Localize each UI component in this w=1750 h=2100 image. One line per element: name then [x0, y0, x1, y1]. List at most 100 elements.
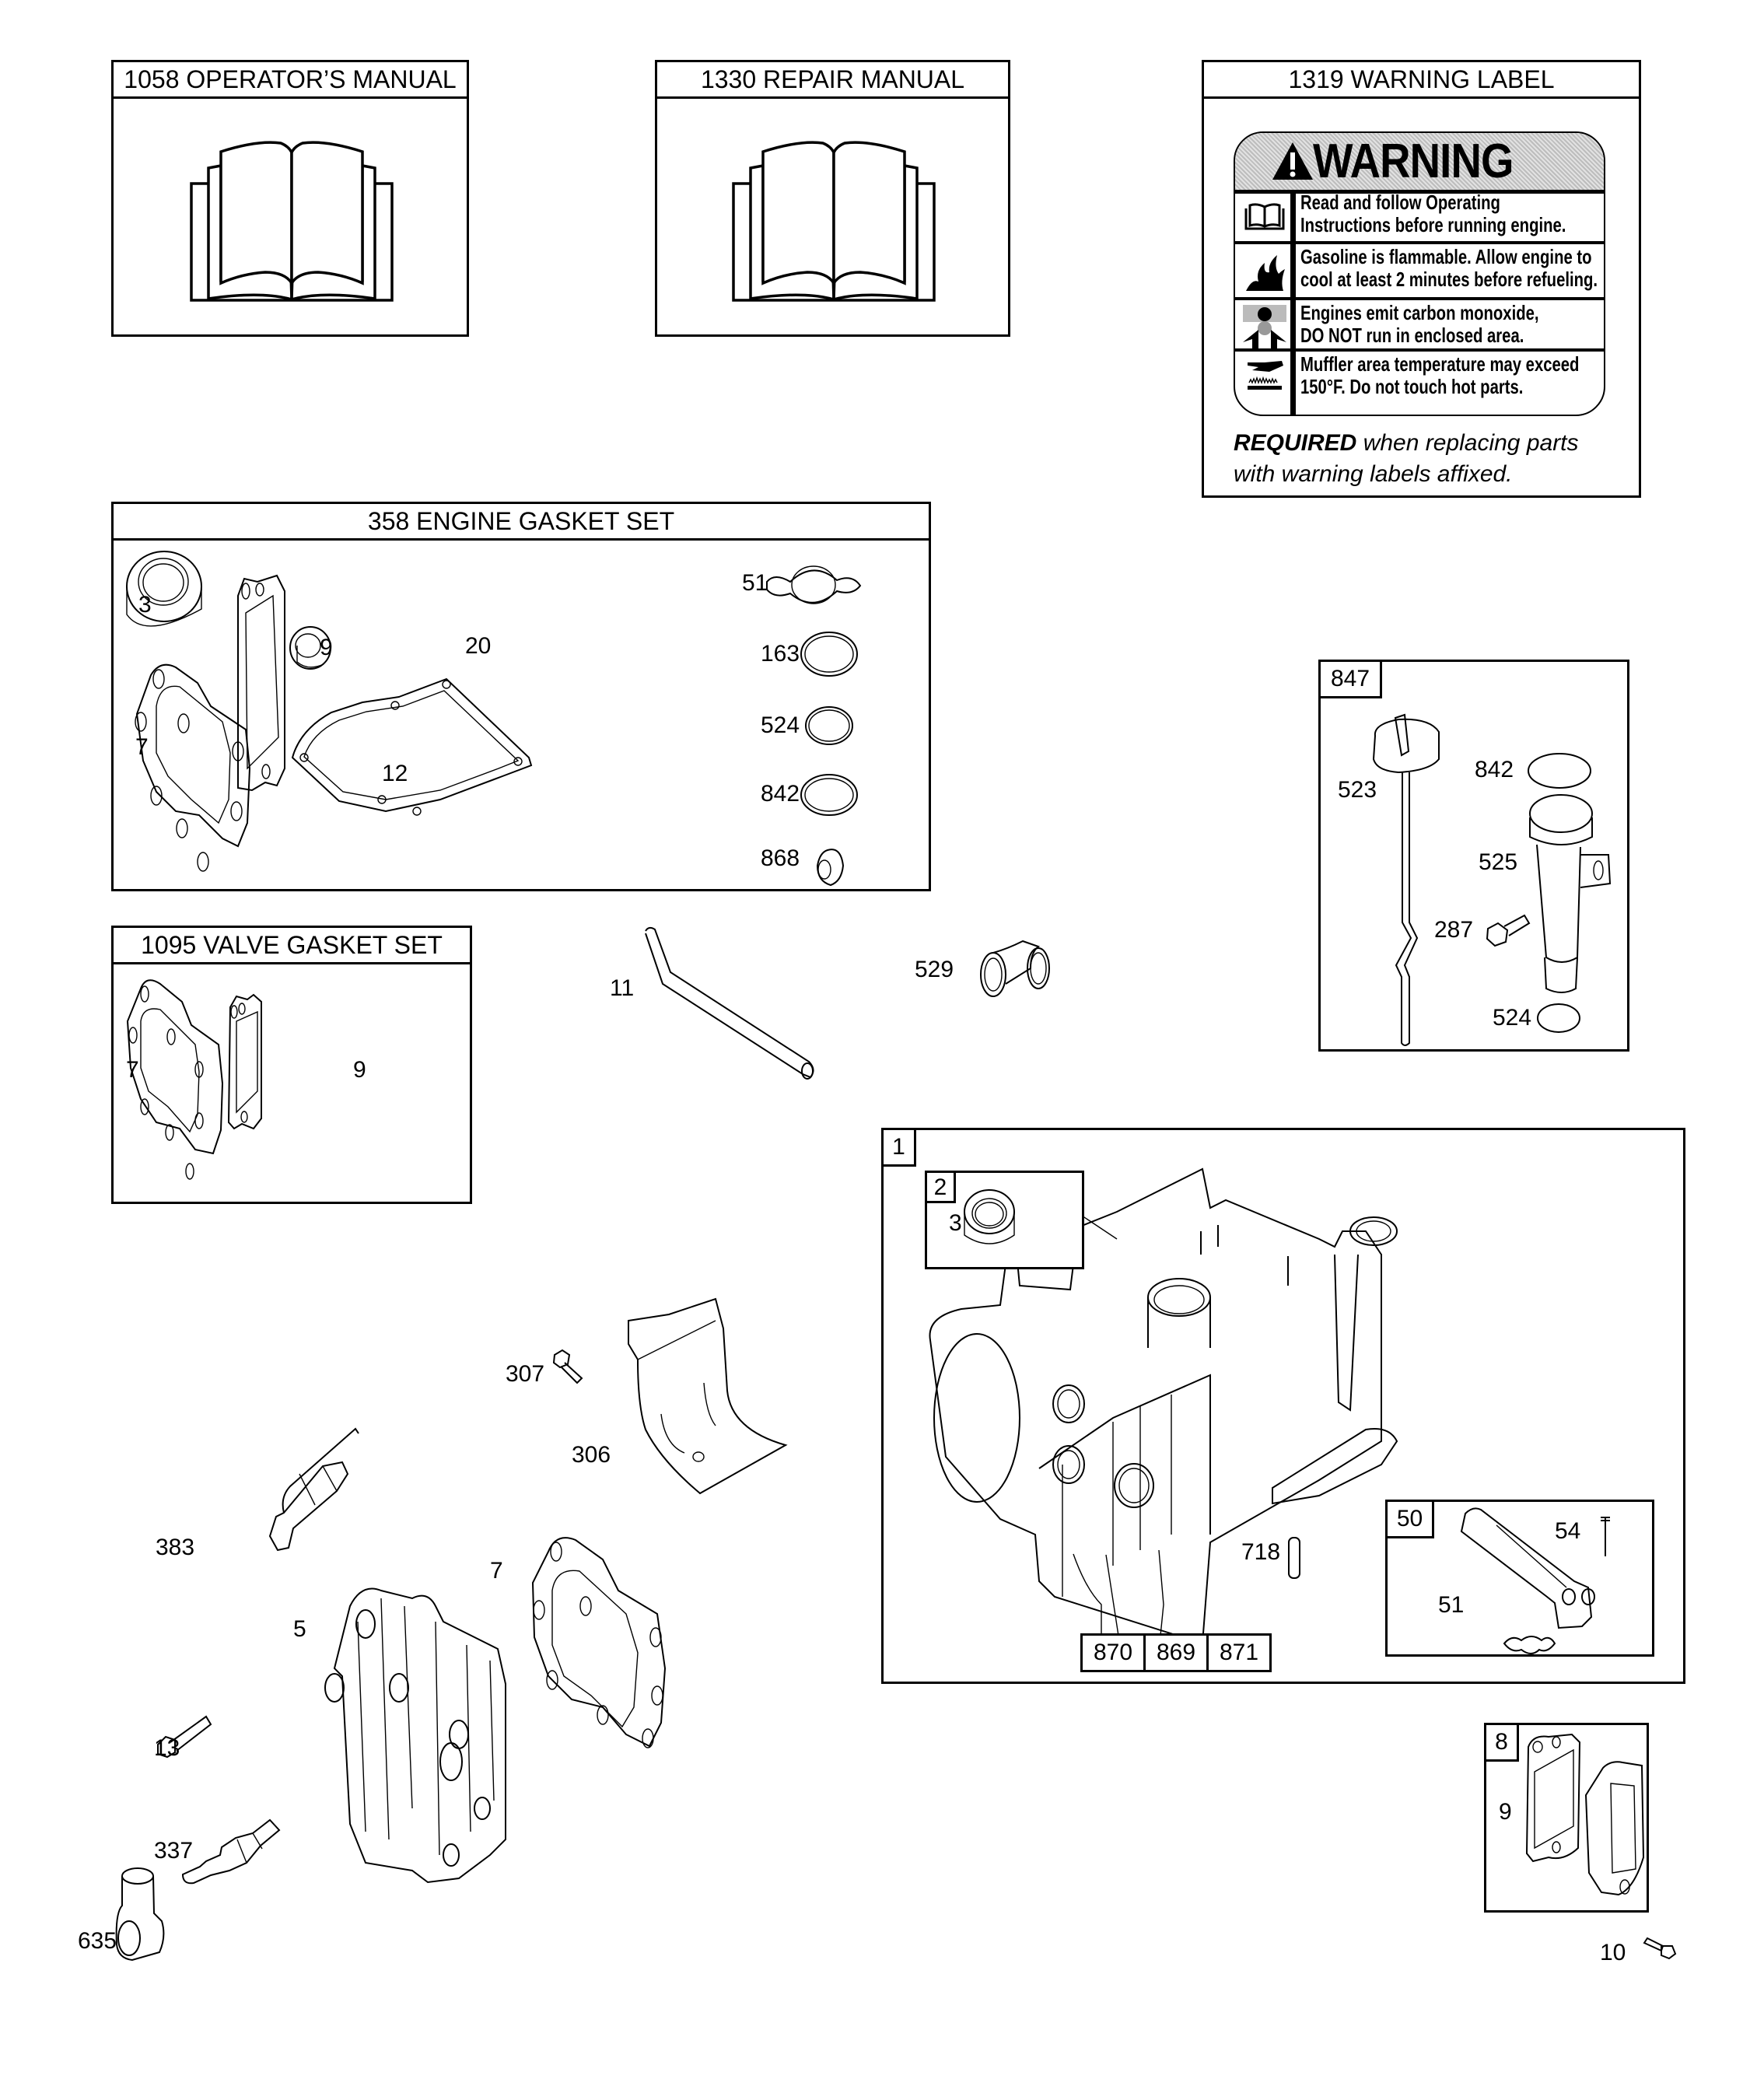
- air-guide-shield-part: [628, 1297, 788, 1495]
- fire-icon: [1246, 255, 1285, 291]
- callout-3: 3: [949, 1210, 962, 1236]
- warning-label-kit[interactable]: 1319 WARNING LABEL WARNING Read and foll…: [1202, 60, 1641, 498]
- screw-307: [552, 1349, 583, 1384]
- valve-gasket-set-parts: [126, 979, 262, 1180]
- head-gasket-part: [126, 979, 224, 1180]
- callout-51: 51: [1438, 1592, 1465, 1618]
- callout-523: 523: [1338, 777, 1377, 803]
- o-ring-163: [800, 632, 858, 677]
- o-ring-842: [800, 774, 858, 816]
- cylinder-block-label: 1: [881, 1128, 916, 1167]
- tag-870: 870: [1080, 1633, 1146, 1672]
- callout-868: 868: [761, 845, 800, 871]
- oil-fill-kit[interactable]: 847 523 842 525 287 524: [1318, 660, 1629, 1052]
- spark-plug-part: [181, 1818, 281, 1885]
- callout-9: 9: [1499, 1799, 1512, 1825]
- manual-icon: [1244, 203, 1285, 230]
- callout-13: 13: [154, 1735, 180, 1761]
- toxic-fumes-icon: [1243, 305, 1286, 348]
- callout-20: 20: [465, 633, 492, 659]
- valve-gasket-set-label: 1095 VALVE GASKET SET: [114, 928, 470, 964]
- callout-524: 524: [1493, 1005, 1532, 1031]
- o-ring-842: [1528, 753, 1591, 789]
- valve-stem-seal-part: [816, 849, 845, 887]
- callout-635: 635: [78, 1928, 117, 1954]
- elbow-fitting-part: [980, 940, 1050, 997]
- operators-manual-kit[interactable]: 1058 OPERATOR’S MANUAL: [111, 60, 469, 337]
- callout-5: 5: [293, 1616, 306, 1642]
- breather-assembly-part: [1460, 1507, 1610, 1654]
- main-bearing-kit[interactable]: 2 3: [925, 1171, 1084, 1269]
- callout-337: 337: [154, 1838, 194, 1864]
- warning-sign-header: WARNING: [1235, 133, 1604, 194]
- warning-label-title: 1319 WARNING LABEL: [1204, 62, 1639, 99]
- callout-842: 842: [761, 781, 800, 807]
- valve-gasket-set-kit[interactable]: 1095 VALVE GASKET SET 7 9: [111, 926, 472, 1204]
- callout-10: 10: [1600, 1940, 1626, 1965]
- callout-54: 54: [1555, 1518, 1581, 1544]
- engine-gasket-set-parts: [126, 551, 862, 887]
- oil-fill-tube-part: [1529, 794, 1612, 993]
- breather-cover-part: [1525, 1733, 1645, 1896]
- callout-529: 529: [915, 957, 954, 982]
- oil-fill-kit-label: 847: [1318, 660, 1382, 698]
- o-ring-524: [805, 706, 853, 745]
- callout-525: 525: [1479, 849, 1518, 875]
- breather-gasket-part: [227, 993, 262, 1130]
- tag-871: 871: [1206, 1633, 1272, 1672]
- warning-row: Engines emit carbon monoxide,DO NOT run …: [1235, 300, 1604, 352]
- crankcase-gasket-part: [291, 677, 533, 816]
- spark-plug-wrench-part: [268, 1427, 359, 1552]
- engine-gasket-set-kit[interactable]: 358 ENGINE GASKET SET: [111, 502, 931, 891]
- breather-tube-gasket-part: [766, 565, 862, 604]
- callout-9: 9: [320, 635, 333, 660]
- main-bearing-label: 2: [925, 1171, 956, 1203]
- cylinder-block-kit[interactable]: 1 2 3: [881, 1128, 1685, 1684]
- callout-842: 842: [1475, 757, 1514, 782]
- callout-287: 287: [1434, 917, 1474, 943]
- valve-seal-part: [289, 626, 331, 670]
- book-icon: [190, 141, 394, 302]
- oil-fill-kit-parts: [1372, 713, 1612, 1046]
- book-icon: [732, 141, 936, 302]
- callout-383: 383: [156, 1535, 195, 1560]
- callout-3: 3: [138, 592, 152, 618]
- callout-524: 524: [761, 712, 800, 738]
- spark-plug-boot-part: [115, 1867, 165, 1962]
- callout-7: 7: [126, 1057, 139, 1083]
- breather-assembly-label: 50: [1385, 1500, 1434, 1538]
- warning-sign-title: WARNING: [1313, 135, 1514, 188]
- head-gasket-part: [135, 663, 251, 872]
- breather-cover-kit[interactable]: 8 9: [1484, 1723, 1649, 1913]
- cylinder-head-part: [324, 1587, 506, 1884]
- operators-manual-label: 1058 OPERATOR’S MANUAL: [114, 62, 467, 99]
- breather-cover-label: 8: [1484, 1723, 1519, 1762]
- engine-gasket-set-label: 358 ENGINE GASKET SET: [114, 504, 929, 541]
- callout-306: 306: [572, 1442, 611, 1468]
- dipstick-part: [1372, 713, 1440, 1046]
- cylinder-block-part: [929, 1167, 1398, 1645]
- oil-seal-part: [964, 1189, 1015, 1244]
- head-bolt-part: [157, 1715, 212, 1759]
- hot-surface-icon: [1248, 361, 1283, 390]
- head-gasket-part: [531, 1537, 667, 1748]
- oil-seal-part: [126, 551, 202, 627]
- callout-11: 11: [610, 975, 635, 1001]
- breather-assembly-kit[interactable]: 50 54 51: [1385, 1500, 1654, 1657]
- repair-manual-label: 1330 REPAIR MANUAL: [657, 62, 1008, 99]
- breather-gasket-part: [237, 574, 285, 792]
- breather-tube-part: [645, 926, 814, 1080]
- callout-7: 7: [135, 734, 149, 760]
- callout-51: 51: [742, 570, 768, 596]
- repair-manual-kit[interactable]: 1330 REPAIR MANUAL: [655, 60, 1010, 337]
- callout-718: 718: [1241, 1539, 1281, 1565]
- callout-9: 9: [353, 1057, 366, 1083]
- callout-307: 307: [506, 1361, 545, 1387]
- warning-required-note: REQUIRED when replacing parts with warni…: [1234, 430, 1579, 487]
- callout-12: 12: [382, 761, 408, 786]
- callout-7: 7: [490, 1558, 503, 1584]
